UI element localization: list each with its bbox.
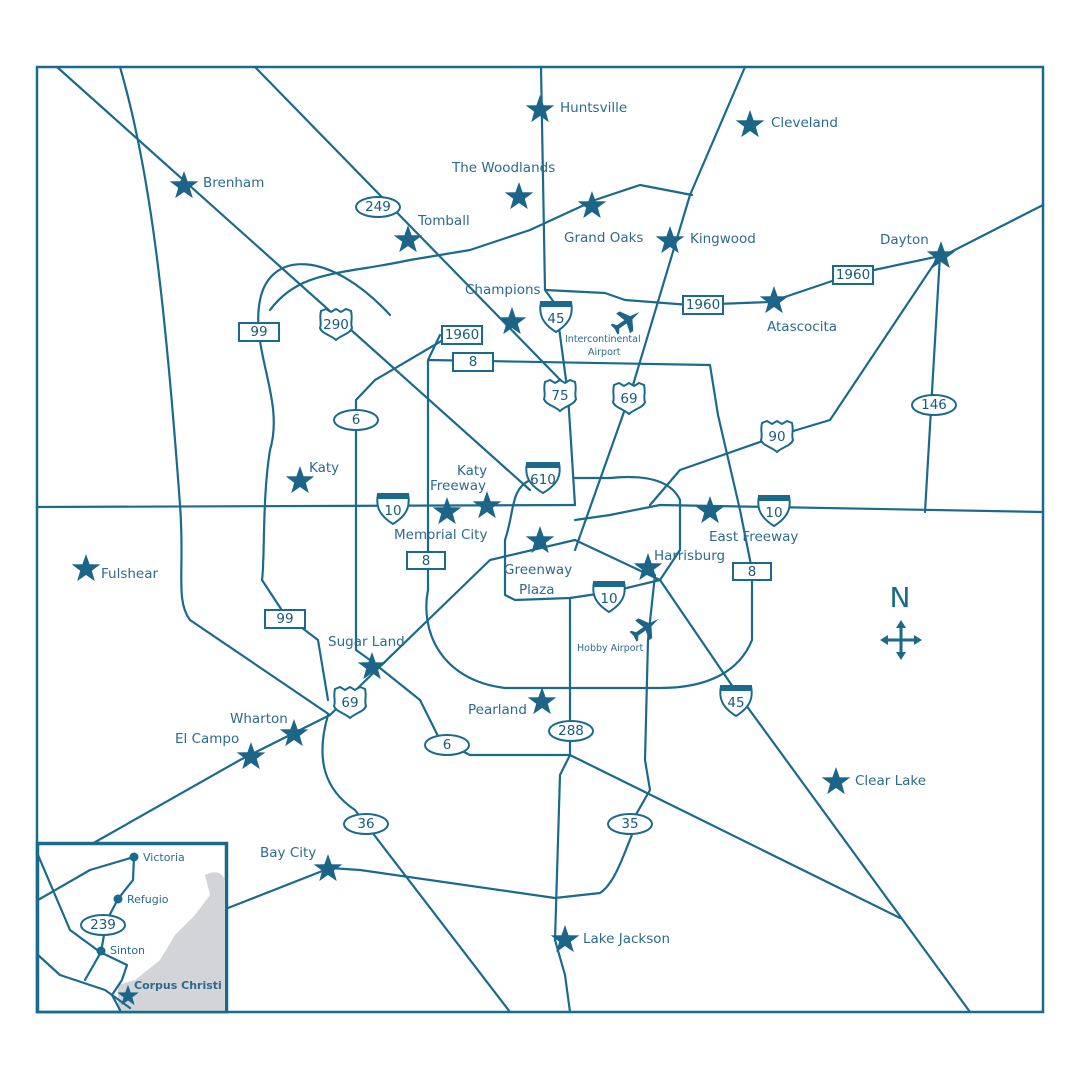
svg-text:610: 610 [530,472,556,488]
svg-text:8: 8 [469,354,478,370]
airport-hobby: Hobby Airport [577,618,659,654]
airport-intercontinental: Intercontinental Airport [565,311,641,358]
svg-text:35: 35 [621,816,638,832]
city-label-fulshear: Fulshear [101,566,159,582]
city-label-pearland: Pearland [468,702,527,718]
airplane-icon [629,618,659,642]
star-icon-huntsville [525,95,555,123]
inset-city-corpus-christi: Corpus Christi [134,979,222,992]
compass: N [880,581,922,660]
oval-shields: 249 6 146 6 288 36 35 [333,196,957,835]
svg-text:36: 36 [357,816,374,832]
star-icon-dayton [926,241,956,269]
city-label-east-freeway: East Freeway [709,529,798,545]
svg-text:99: 99 [276,611,293,627]
city-label-greenway-2: Plaza [519,582,555,598]
inset-shield-239: 239 [90,917,116,933]
inset-map: Victoria Refugio Sinton 239 Corpus Chris… [35,841,229,1014]
city-label-el-campo: El Campo [175,731,239,747]
city-label-sugar-land: Sugar Land [328,634,405,650]
svg-text:6: 6 [443,737,452,753]
svg-text:45: 45 [547,311,564,327]
svg-text:45: 45 [727,695,744,711]
svg-text:1960: 1960 [445,327,479,343]
roads [35,65,1045,1014]
svg-text:75: 75 [551,388,568,404]
compass-arrows-icon [880,620,922,660]
interstate-shields: 45 610 10 10 10 45 [376,301,791,718]
star-icon-memorial-city [432,497,462,525]
star-icon-clear-lake [821,767,851,795]
city-label-wharton: Wharton [230,711,288,727]
rect-shields: 99 1960 1960 1960 8 8 8 99 [238,265,874,629]
city-label-bay-city: Bay City [260,845,316,861]
city-label-tomball: Tomball [417,213,470,229]
city-label-kingwood: Kingwood [690,231,756,247]
star-icon-the-woodlands [504,182,534,210]
star-icon-bay-city [313,854,343,882]
airplane-icon [610,311,640,335]
city-label-lake-jackson: Lake Jackson [583,931,670,947]
city-label-huntsville: Huntsville [560,100,627,116]
city-labels: Huntsville Cleveland Brenham The Woodlan… [101,100,929,947]
city-label-katy-freeway-2: Freeway [430,478,486,494]
svg-text:290: 290 [323,317,349,333]
svg-text:10: 10 [600,591,617,607]
svg-text:288: 288 [558,723,584,739]
svg-text:Hobby Airport: Hobby Airport [577,643,643,654]
city-markers [71,95,956,953]
inset-city-victoria: Victoria [143,851,185,864]
svg-text:249: 249 [365,199,391,215]
star-icon-grand-oaks [577,191,607,219]
city-label-grand-oaks: Grand Oaks [564,230,643,246]
city-label-greenway-1: Greenway [504,562,572,578]
star-icon-tomball [393,225,423,253]
star-icon-fulshear [71,554,101,582]
svg-text:8: 8 [422,553,431,569]
svg-text:99: 99 [250,324,267,340]
svg-text:8: 8 [748,564,757,580]
star-icon-katy-freeway [472,491,502,519]
svg-text:1960: 1960 [686,297,720,313]
compass-north-label: N [890,581,911,614]
svg-text:Airport: Airport [588,347,621,358]
svg-text:10: 10 [384,503,401,519]
svg-text:10: 10 [765,505,782,521]
svg-text:90: 90 [768,429,785,445]
svg-text:Intercontinental: Intercontinental [565,334,641,345]
city-label-harrisburg: Harrisburg [654,548,725,564]
us-shields: 290 75 69 90 69 [318,307,795,720]
city-label-clear-lake: Clear Lake [855,773,926,789]
city-label-atascocita: Atascocita [767,319,837,335]
svg-text:1960: 1960 [836,267,870,283]
inset-city-sinton: Sinton [110,944,145,957]
svg-text:146: 146 [921,397,947,413]
city-label-dayton: Dayton [880,232,929,248]
star-icon-atascocita [759,286,789,314]
city-label-katy-freeway-1: Katy [457,463,487,479]
city-label-cleveland: Cleveland [771,115,838,131]
star-icon-cleveland [735,110,765,138]
star-icon-pearland [527,687,557,715]
city-label-the-woodlands: The Woodlands [451,160,555,176]
city-label-katy: Katy [309,460,339,476]
city-label-champions: Champions [465,282,541,298]
svg-text:69: 69 [620,391,637,407]
svg-text:69: 69 [341,695,358,711]
city-label-brenham: Brenham [203,175,264,191]
inset-city-refugio: Refugio [127,893,169,906]
star-icon-brenham [169,171,199,199]
svg-text:6: 6 [352,412,361,428]
city-label-memorial-city: Memorial City [394,527,487,543]
star-icon-el-campo [236,742,266,770]
star-icon-east-freeway [695,496,725,524]
